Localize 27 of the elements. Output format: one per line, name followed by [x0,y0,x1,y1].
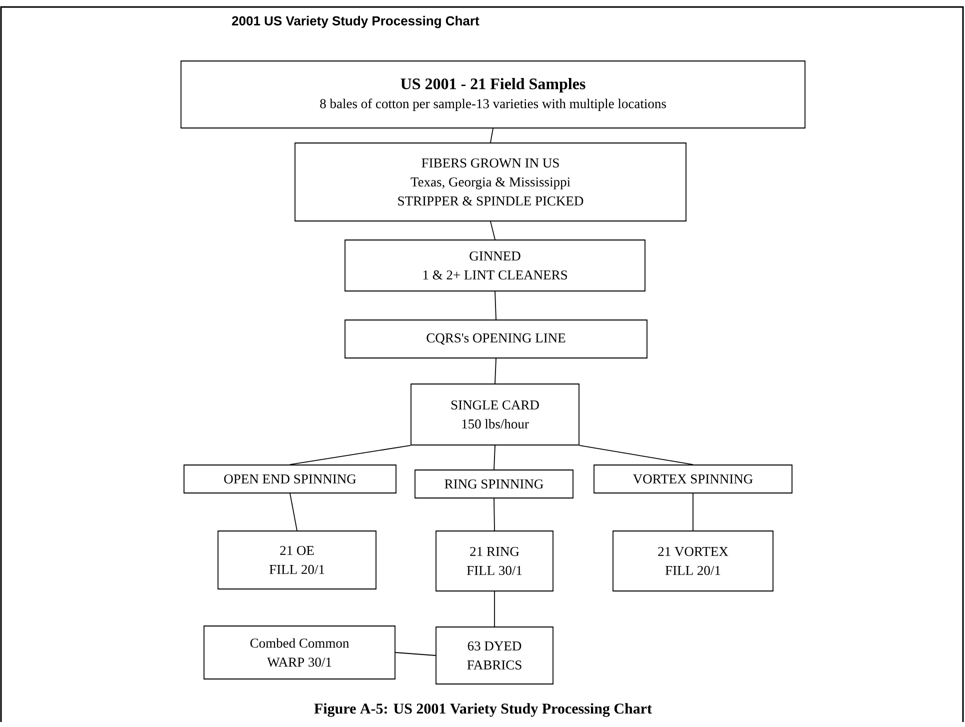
process-box: CQRS's OPENING LINE [344,320,648,358]
process-box: 21 RING FILL 30/1 [436,530,554,592]
chart-title: 2001 US Variety Study Processing Chart [232,16,480,28]
process-box: GINNED 1 & 2+ LINT CLEANERS [344,240,646,292]
process-box: 21 VORTEX FILL 20/1 [612,530,774,592]
process-box: Combed Common WARP 30/1 [204,626,396,680]
connector-line [494,358,496,384]
figure-caption: Figure A-5: US 2001 Variety Study Processing Chart [314,703,652,717]
connector-line [692,493,694,531]
process-box: RING SPINNING [414,470,574,498]
connector-line [290,493,298,531]
process-box: SINGLE CARD 150 lbs/hour [410,384,580,446]
connector-line [490,221,496,240]
connector-line [494,291,496,320]
process-box: 63 DYED FABRICS [436,626,554,684]
process-box: US 2001 - 21 Field Samples 8 bales of cotton per sample-13 varieties with multiple locations [180,60,806,128]
connector-line [395,652,436,656]
connector-line [494,591,495,627]
connector-line [579,445,694,465]
connector-line [494,445,496,470]
connector-line [290,445,411,465]
process-box: FIBERS GROWN IN US Texas, Georgia & Mississippi STRIPPER & SPINDLE PICKED [294,142,686,222]
process-box: 21 OE FILL 20/1 [218,530,376,590]
process-box: OPEN END SPINNING [184,464,396,494]
process-box: VORTEX SPINNING [594,464,792,494]
connector-line [490,128,494,143]
connector-line [494,498,495,531]
